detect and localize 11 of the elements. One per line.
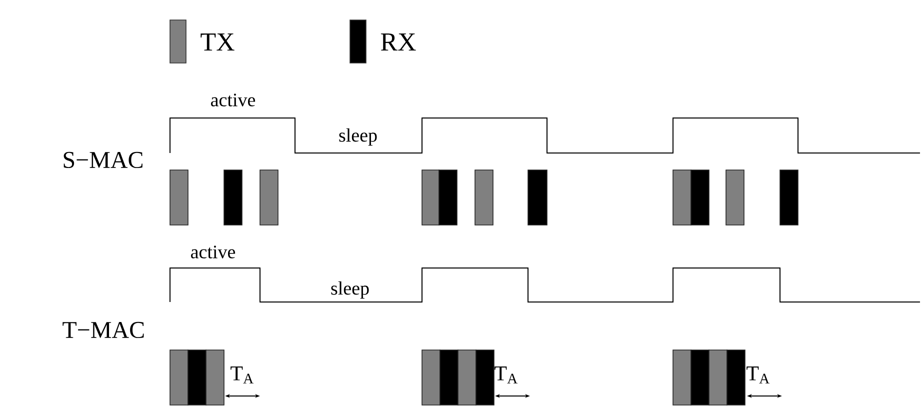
state-label: active [211, 94, 256, 106]
duration-label: T$_{A}$ [494, 366, 518, 384]
duration-label: T$_{A}$ [230, 366, 254, 384]
state-label: sleep [339, 128, 377, 146]
legend-label: RX [380, 33, 416, 50]
protocol-label: T−MAC [62, 322, 144, 338]
state-label: active [191, 246, 236, 258]
duration-label: T$_{A}$ [746, 366, 770, 384]
state-label: sleep [331, 281, 369, 299]
protocol-label: S−MAC [64, 152, 142, 168]
legend-label: TX [200, 33, 234, 50]
